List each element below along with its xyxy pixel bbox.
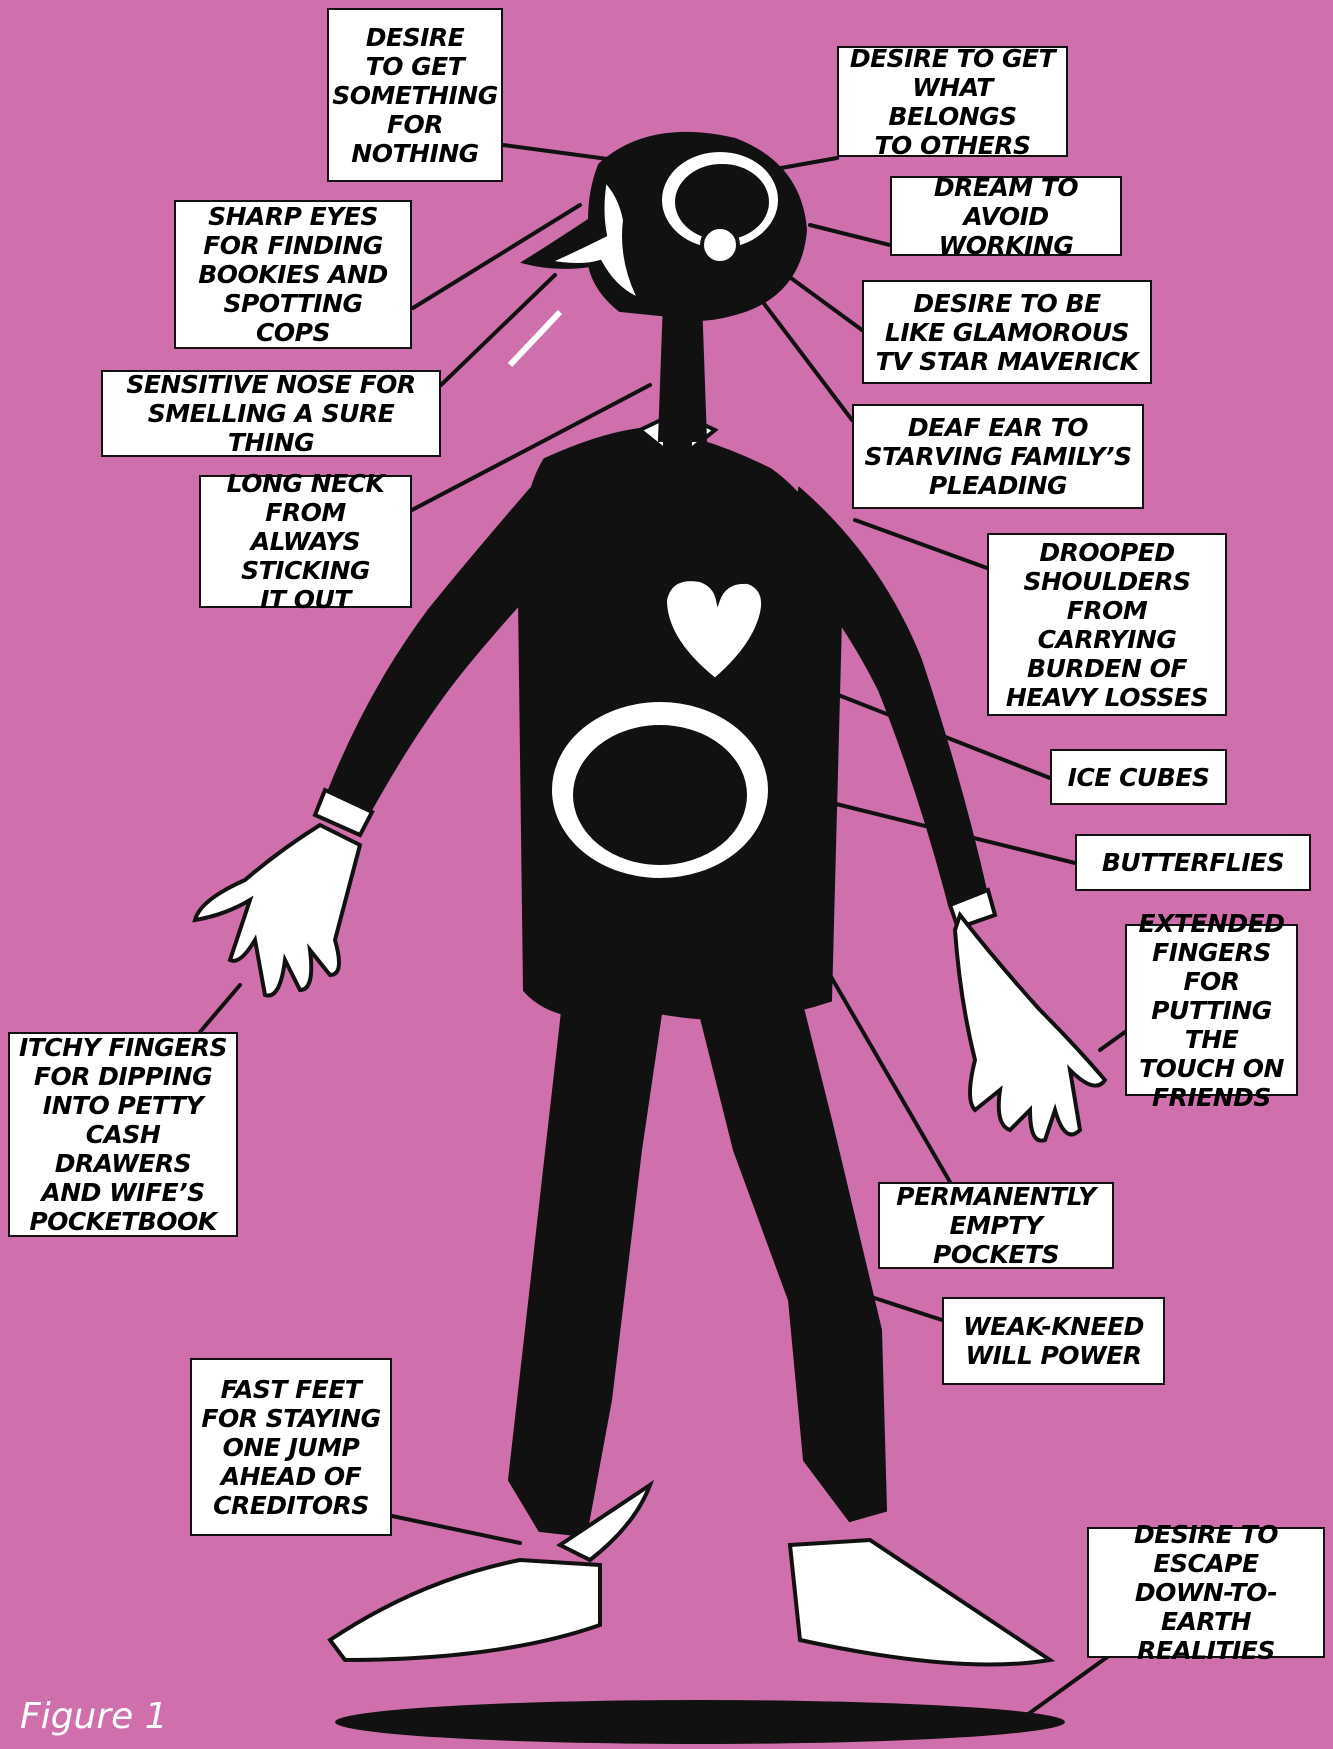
label-fast-feet: FAST FEET FOR STAYING ONE JUMP AHEAD OF … <box>190 1358 392 1536</box>
leader-line-extended-fingers <box>1100 1032 1125 1050</box>
leader-line-tv-star <box>780 270 862 330</box>
leader-line-sensitive-nose <box>441 275 555 385</box>
label-deaf-ear: DEAF EAR TO STARVING FAMILY’S PLEADING <box>852 404 1144 509</box>
neck <box>660 300 705 440</box>
right-hand <box>955 915 1105 1141</box>
label-ice-cubes: ICE CUBES <box>1050 749 1227 805</box>
stomach-contents <box>575 727 745 863</box>
label-escape-realities: DESIRE TO ESCAPE DOWN-TO-EARTH REALITIES <box>1087 1527 1325 1658</box>
label-desire-what-belongs: DESIRE TO GET WHAT BELONGS TO OTHERS <box>837 46 1068 157</box>
label-extended-fingers: EXTENDED FINGERS FOR PUTTING THE TOUCH O… <box>1125 924 1298 1096</box>
left-shoe <box>330 1560 600 1660</box>
label-drooped-shoulders: DROOPED SHOULDERS FROM CARRYING BURDEN O… <box>987 533 1227 716</box>
leader-line-avoid-working <box>810 225 890 245</box>
label-long-neck: LONG NECK FROM ALWAYS STICKING IT OUT <box>199 475 412 608</box>
leader-line-itchy-fingers <box>200 985 240 1032</box>
label-empty-pockets: PERMANENTLY EMPTY POCKETS <box>878 1182 1114 1269</box>
leader-line-drooped-shoulders <box>855 520 987 568</box>
label-desire-tv-star: DESIRE TO BE LIKE GLAMOROUS TV STAR MAVE… <box>862 280 1152 384</box>
leader-line-empty-pockets <box>830 975 950 1182</box>
ground-shadow <box>335 1700 1065 1744</box>
label-dream-avoid-working: DREAM TO AVOID WORKING <box>890 176 1122 256</box>
label-sensitive-nose: SENSITIVE NOSE FOR SMELLING A SURE THING <box>101 370 441 457</box>
label-butterflies: BUTTERFLIES <box>1075 834 1311 891</box>
cigarette <box>510 312 560 365</box>
leader-line-fast-feet <box>392 1516 520 1543</box>
label-desire-something-for-nothing: DESIRE TO GET SOMETHING FOR NOTHING <box>327 8 503 182</box>
right-shoe <box>790 1540 1050 1665</box>
label-itchy-fingers: ITCHY FINGERS FOR DIPPING INTO PETTY CAS… <box>8 1032 238 1237</box>
label-sharp-eyes: SHARP EYES FOR FINDING BOOKIES AND SPOTT… <box>174 200 412 349</box>
figure-caption: Figure 1 <box>20 1696 168 1737</box>
left-leg <box>510 950 665 1535</box>
leader-line-deaf-ear <box>750 285 852 420</box>
label-weak-kneed: WEAK-KNEED WILL POWER <box>942 1297 1165 1385</box>
right-leg <box>690 960 885 1520</box>
left-hand <box>195 825 360 996</box>
ear <box>702 227 738 263</box>
